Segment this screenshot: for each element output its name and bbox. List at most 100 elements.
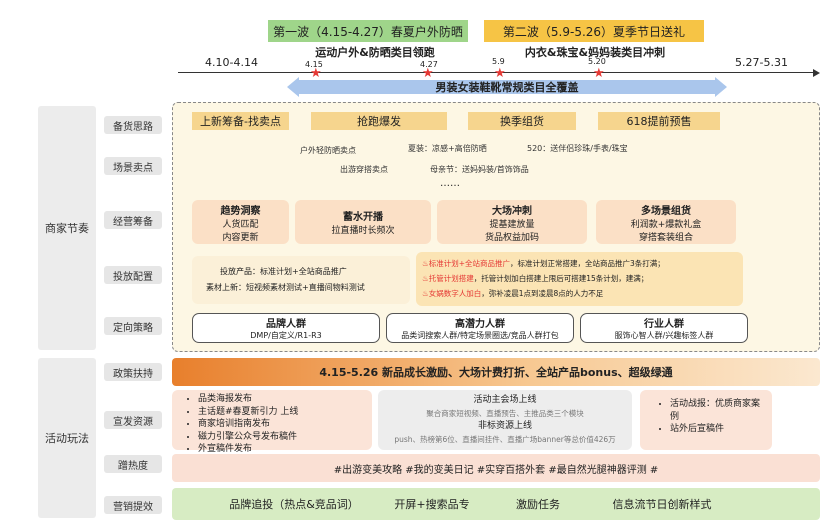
phase2-subtitle: 内衣&珠宝&妈妈装类目冲刺 — [524, 46, 666, 59]
promo-mid-title: 活动主会场上线 — [473, 395, 537, 405]
star-icon: ★ — [422, 66, 434, 81]
timeline-axis — [178, 72, 816, 73]
row-label: 政策扶持 — [104, 363, 162, 381]
ads-rule-head: 托管计划搭建 — [428, 274, 474, 283]
row-label: 宣发资源 — [104, 411, 162, 429]
promo-mid-line: push、热榜第6位、直播间挂件、直播广场banner等总价值426万 — [394, 435, 616, 444]
ads-rule-text: ，托管计划加白搭建上限后可搭建15条计划，建满； — [473, 274, 649, 283]
promo-left-box: 品类海报发布 主话题#春夏新引力 上线 商家培训指南发布 磁力引擎公众号发布稿件… — [172, 390, 372, 454]
targeting-title: 高潜力人群 — [455, 319, 505, 330]
ads-rule-head: 标准计划+全站商品推广 — [428, 259, 511, 268]
hot-topics-bar: #出游变美攻略 #我的变美日记 #实穿百搭外套 #最自然光腿神器评测 # — [172, 454, 820, 482]
ops-card-line: 提基建放量 — [489, 219, 535, 230]
coverage-bar-label: 男装女装鞋靴常规类目全覆盖 — [435, 81, 579, 94]
milestone-label: 5.20 — [588, 57, 606, 66]
promo-item: 活动战报：优质商家案例 — [670, 398, 768, 423]
efficiency-bar: 品牌追投（热点&竞品词） 开屏+搜索品专 激励任务 信息流节日创新样式 — [172, 488, 820, 520]
milestone-label: 5.9 — [492, 57, 505, 66]
ads-rule-line: ♨标准计划+全站商品推广，标准计划正常搭建，全站商品推广3条打满； — [422, 256, 743, 271]
targeting-title: 行业人群 — [644, 319, 684, 330]
ops-card: 大场冲刺 提基建放量 货品权益加码 — [437, 200, 587, 244]
stock-chip: 换季组货 — [468, 112, 576, 130]
efficiency-item: 品牌追投（热点&竞品词） — [229, 498, 359, 511]
ads-rule-line: ♨托管计划搭建，托管计划加白搭建上限后可搭建15条计划，建满； — [422, 271, 743, 286]
promo-item: 外宣稿件发布 — [198, 443, 372, 456]
targeting-box: 行业人群 服饰心智人群/兴趣标签人群 — [580, 313, 748, 343]
ops-card: 蓄水开播 拉直播时长频次 — [295, 200, 431, 244]
phase1-title: 第一波（4.15-4.27）春夏户外防晒 — [268, 20, 468, 42]
scene-text: 母亲节：送妈妈装/首饰饰品 — [430, 165, 529, 174]
ads-left-line: 素材上新：短视频素材测试+直播间物料测试 — [206, 283, 365, 292]
row-label: 营销提效 — [104, 496, 162, 514]
ads-left-line: 投放产品：标准计划+全站商品推广 — [220, 267, 347, 276]
targeting-sub: DMP/自定义/R1-R3 — [250, 331, 322, 340]
fire-icon: ♨ — [422, 274, 429, 283]
promo-right-list: 活动战报：优质商家案例 站外后宣稿件 — [656, 398, 768, 436]
promo-mid-title: 非标资源上线 — [477, 421, 532, 431]
ops-card-line: 人货匹配 — [222, 219, 259, 230]
coverage-arrow-icon — [287, 77, 727, 97]
promo-left-list: 品类海报发布 主话题#春夏新引力 上线 商家培训指南发布 磁力引擎公众号发布稿件… — [184, 393, 372, 456]
promo-item: 品类海报发布 — [198, 393, 372, 406]
star-icon: ★ — [593, 66, 605, 81]
star-icon: ★ — [310, 66, 322, 81]
scene-text: 夏装：凉感+高倍防晒 — [408, 144, 487, 153]
scene-text: 520：送伴侣珍珠/手表/珠宝 — [527, 144, 628, 153]
efficiency-item: 信息流节日创新样式 — [612, 498, 712, 511]
efficiency-item: 激励任务 — [516, 498, 560, 511]
targeting-box: 高潜力人群 品类词搜索人群/特定场景圈选/竞品人群打包 — [386, 313, 574, 343]
ops-card-line: 内容更新 — [222, 232, 259, 243]
targeting-title: 品牌人群 — [266, 319, 306, 330]
targeting-sub: 品类词搜索人群/特定场景圈选/竞品人群打包 — [401, 331, 559, 340]
row-label: 经营筹备 — [104, 211, 162, 229]
ads-rule-head: 女娲数字人加白 — [428, 289, 482, 298]
fire-icon: ♨ — [422, 259, 429, 268]
row-label: 投放配置 — [104, 266, 162, 284]
side-label-merchant: 商家节奏 — [38, 106, 96, 350]
promo-mid-box: 活动主会场上线 聚合商家短视频、直播预告、主推品类三个模块 非标资源上线 pus… — [378, 390, 632, 450]
ops-card-line: 穿搭套装组合 — [638, 232, 693, 243]
timeline-end-label: 5.27-5.31 — [735, 56, 788, 69]
promo-item: 商家培训指南发布 — [198, 418, 372, 431]
timeline-start-label: 4.10-4.14 — [205, 56, 258, 69]
promo-mid-line: 聚合商家短视频、直播预告、主推品类三个模块 — [426, 409, 584, 418]
row-label: 场景卖点 — [104, 157, 162, 175]
ads-rule-line: ♨女娲数字人加白，弥补凌晨1点到凌晨8点的人力不足 — [422, 286, 743, 301]
ads-left-box: 投放产品：标准计划+全站商品推广 素材上新：短视频素材测试+直播间物料测试 — [192, 256, 410, 304]
promo-right-box: 活动战报：优质商家案例 站外后宣稿件 — [640, 390, 772, 450]
ops-card-title: 多场景组货 — [641, 205, 691, 217]
scene-text: 户外轻防晒卖点 — [300, 146, 356, 155]
ops-card-line: 利润款+爆款礼盒 — [630, 219, 702, 230]
scene-ellipsis: …… — [440, 178, 460, 189]
stock-chip: 抢跑爆发 — [311, 112, 447, 130]
promo-item: 主话题#春夏新引力 上线 — [198, 406, 372, 419]
efficiency-item: 开屏+搜索品专 — [394, 498, 470, 511]
policy-bar: 4.15-5.26 新品成长激励、大场计费打折、全站产品bonus、超级绿通 — [172, 358, 820, 386]
milestone-label: 4.27 — [420, 60, 438, 69]
ops-card: 多场景组货 利润款+爆款礼盒 穿搭套装组合 — [596, 200, 736, 244]
stock-chip: 618提前预售 — [598, 112, 720, 130]
ads-rule-text: ，弥补凌晨1点到凌晨8点的人力不足 — [481, 289, 604, 298]
targeting-sub: 服饰心智人群/兴趣标签人群 — [614, 331, 714, 340]
timeline-arrow-icon — [813, 69, 820, 77]
scene-text: 出游穿搭卖点 — [340, 165, 388, 174]
side-label-activity: 活动玩法 — [38, 358, 96, 518]
star-icon: ★ — [494, 66, 506, 81]
ops-card-line: 货品权益加码 — [484, 232, 539, 243]
ops-card-title: 趋势洞察 — [220, 205, 261, 217]
ops-card: 趋势洞察 人货匹配 内容更新 — [192, 200, 289, 244]
phase2-title: 第二波（5.9-5.26）夏季节日送礼 — [484, 20, 704, 42]
milestone-label: 4.15 — [305, 60, 323, 69]
ops-card-line: 拉直播时长频次 — [331, 226, 395, 236]
row-label: 蹭热度 — [104, 455, 162, 473]
ads-rule-text: ，标准计划正常搭建，全站商品推广3条打满； — [510, 259, 665, 268]
ads-right-box: ♨标准计划+全站商品推广，标准计划正常搭建，全站商品推广3条打满； ♨托管计划搭… — [416, 252, 743, 306]
row-label: 备货思路 — [104, 116, 162, 134]
promo-item: 磁力引擎公众号发布稿件 — [198, 431, 372, 444]
stock-chip: 上新筹备-找卖点 — [192, 112, 289, 130]
targeting-box: 品牌人群 DMP/自定义/R1-R3 — [192, 313, 380, 343]
fire-icon: ♨ — [422, 289, 429, 298]
phase1-subtitle: 运动户外&防晒类目领跑 — [315, 46, 435, 59]
ops-card-title: 大场冲刺 — [492, 205, 532, 217]
ops-card-title: 蓄水开播 — [343, 212, 383, 223]
